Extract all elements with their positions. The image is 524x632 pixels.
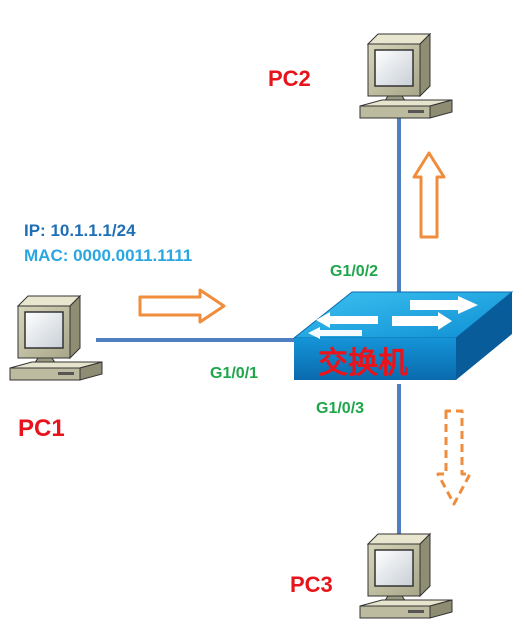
port-label-g1-0-2: G1/0/2 (330, 263, 378, 280)
pc2-label: PC2 (268, 66, 311, 91)
port-label-g1-0-1: G1/0/1 (210, 365, 258, 382)
port-label-g1-0-3: G1/0/3 (316, 400, 364, 417)
pc1-computer-icon (9, 295, 103, 381)
switch-icon (292, 291, 514, 380)
pc3-computer-icon (359, 533, 453, 619)
arrow-right-icon (138, 288, 226, 324)
pc2-computer-icon (359, 33, 453, 119)
switch-label: 交换机 (318, 346, 408, 380)
pc3-label: PC3 (290, 572, 333, 597)
arrow-down-dashed-icon (436, 409, 472, 506)
pc1-mac-address: MAC: 0000.0011.1111 (24, 246, 192, 265)
pc1-label: PC1 (18, 415, 65, 442)
arrow-up-icon (412, 151, 446, 239)
pc1-ip-address: IP: 10.1.1.1/24 (24, 221, 136, 240)
